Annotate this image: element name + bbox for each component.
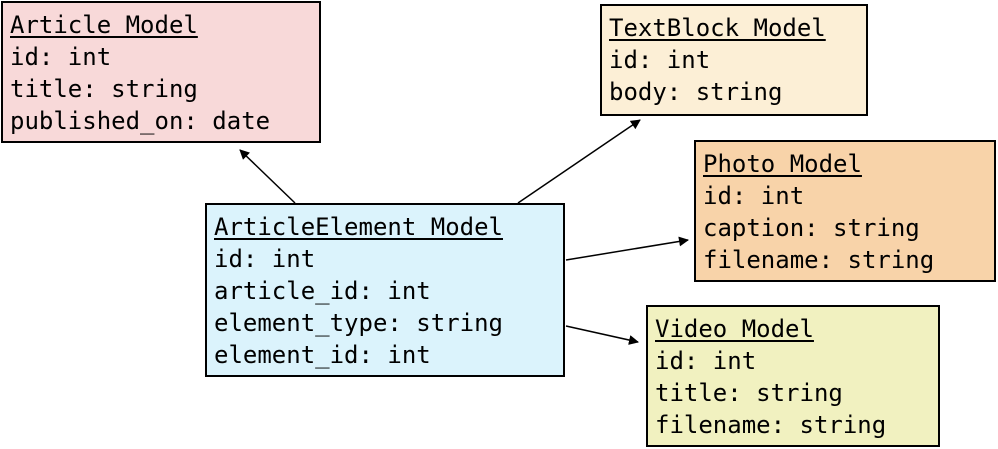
video-field-filename: filename: string <box>655 411 887 439</box>
articleelement-field-article-id: article_id: int <box>214 277 431 305</box>
video-field-id: id: int <box>655 347 757 375</box>
textblock-model-title: TextBlock Model <box>609 14 826 42</box>
article-field-title: title: string <box>10 75 198 103</box>
article-field-id: id: int <box>10 43 112 71</box>
video-model-title: Video Model <box>655 315 814 343</box>
arrow-element-to-textblock <box>517 119 641 204</box>
photo-field-caption: caption: string <box>703 214 920 242</box>
textblock-field-body: body: string <box>609 78 783 106</box>
article-model-box: Article Model id: int title: string publ… <box>1 1 321 143</box>
arrow-element-to-video <box>565 325 639 345</box>
articleelement-model-title: ArticleElement Model <box>214 213 503 241</box>
video-field-title: title: string <box>655 379 843 407</box>
photo-model-box: Photo Model id: int caption: string file… <box>694 140 996 282</box>
photo-field-id: id: int <box>703 182 805 210</box>
photo-model-title: Photo Model <box>703 150 862 178</box>
articleelement-model-box: ArticleElement Model id: int article_id:… <box>205 203 565 377</box>
textblock-model-box: TextBlock Model id: int body: string <box>600 4 868 116</box>
articleelement-field-id: id: int <box>214 245 316 273</box>
photo-field-filename: filename: string <box>703 246 935 274</box>
arrow-element-to-photo <box>565 236 689 261</box>
arrow-element-to-article <box>239 149 296 204</box>
articleelement-field-element-type: element_type: string <box>214 309 503 337</box>
textblock-field-id: id: int <box>609 46 711 74</box>
article-model-title: Article Model <box>10 11 198 39</box>
article-field-published-on: published_on: date <box>10 107 271 135</box>
video-model-box: Video Model id: int title: string filena… <box>646 305 940 447</box>
articleelement-field-element-id: element_id: int <box>214 341 431 369</box>
